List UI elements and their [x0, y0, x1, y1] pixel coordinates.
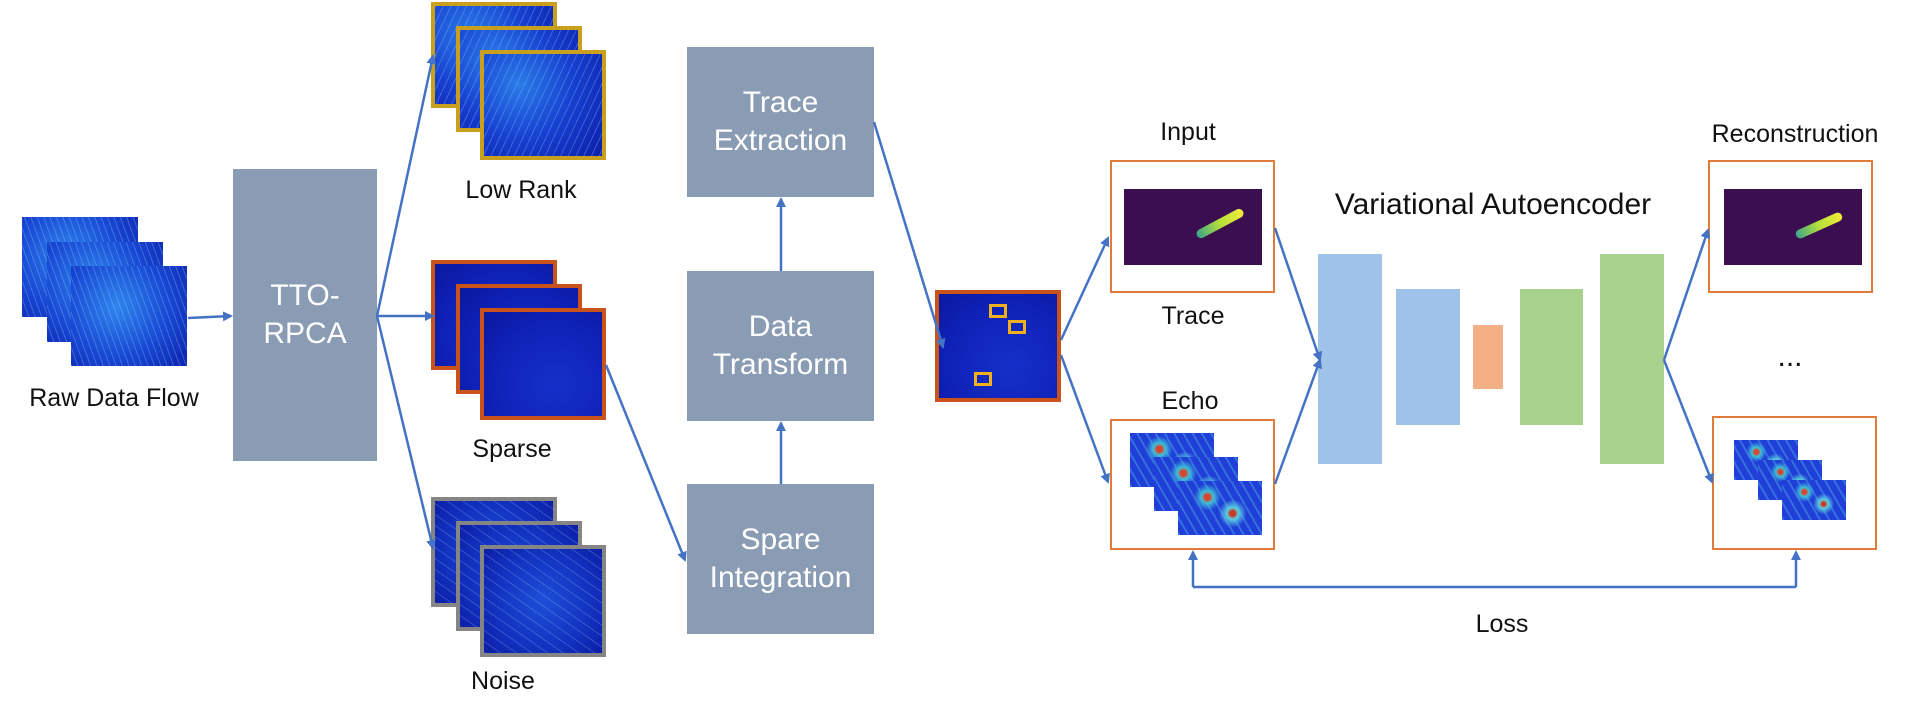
arrow-map-to-trace: [1059, 236, 1110, 341]
raw-data-flow-label: Raw Data Flow: [29, 384, 199, 412]
spare-integration-label: Spare Integration: [709, 523, 852, 594]
encoder-layer-2: [1396, 289, 1460, 425]
arrow-extraction-to-map: [872, 121, 946, 349]
echo-label: Echo: [1161, 387, 1219, 415]
highlight-box-3: [974, 372, 992, 386]
data-transform-block: Data Transform: [687, 271, 874, 421]
arrow-vae-to-recon-trace: [1662, 228, 1711, 361]
raw-frame-3: [71, 266, 187, 366]
arrow-echo-to-vae: [1273, 358, 1322, 485]
low-rank-label: Low Rank: [465, 176, 577, 204]
trace-extraction-label: Trace Extraction: [713, 86, 848, 157]
arrow-sparse-to-integration: [604, 364, 687, 562]
ellipsis-label: ...: [1777, 340, 1803, 373]
noise-label: Noise: [471, 667, 535, 695]
vae-title: Variational Autoencoder: [1334, 188, 1652, 221]
tto-rpca-label: TTO- RPCA: [263, 279, 347, 350]
arrow-rpca-to-lowrank: [375, 54, 437, 317]
trace-label: Trace: [1161, 302, 1225, 330]
arrow-raw-to-rpca: [187, 311, 233, 322]
sparse-label: Sparse: [472, 435, 552, 463]
reconstruction-trace-image: [1724, 189, 1862, 265]
trace-extraction-block: Trace Extraction: [687, 47, 874, 197]
encoder-layer-1: [1318, 254, 1382, 464]
loss-label: Loss: [1475, 610, 1529, 638]
input-label: Input: [1160, 118, 1216, 146]
arrow-map-to-echo: [1059, 354, 1110, 484]
tto-rpca-block: TTO- RPCA: [233, 169, 377, 461]
highlight-box-1: [989, 304, 1007, 318]
low-rank-frame-3: [480, 50, 606, 160]
echo-frame-3: [1178, 481, 1262, 535]
data-transform-label: Data Transform: [712, 310, 849, 381]
recon-echo-frame-3: [1782, 480, 1846, 520]
input-trace-image: [1124, 189, 1262, 265]
arrow-trace-to-vae: [1273, 227, 1323, 362]
input-echo-frame: [1110, 419, 1275, 550]
reconstruction-label: Reconstruction: [1711, 120, 1879, 148]
arrow-rpca-to-noise: [375, 315, 436, 550]
highlight-box-2: [1008, 320, 1026, 334]
decoder-layer-1: [1520, 289, 1583, 425]
noise-frame-3: [480, 545, 606, 657]
decoder-layer-2: [1600, 254, 1664, 464]
reconstruction-echo-frame: [1712, 416, 1877, 550]
latent-layer: [1473, 325, 1503, 389]
trace-location-map: [935, 290, 1061, 402]
input-trace-frame: [1110, 160, 1275, 293]
arrow-vae-to-recon-echo: [1662, 359, 1714, 484]
sparse-frame-3: [480, 308, 606, 420]
spare-integration-block: Spare Integration: [687, 484, 874, 634]
reconstruction-trace-frame: [1708, 160, 1873, 293]
